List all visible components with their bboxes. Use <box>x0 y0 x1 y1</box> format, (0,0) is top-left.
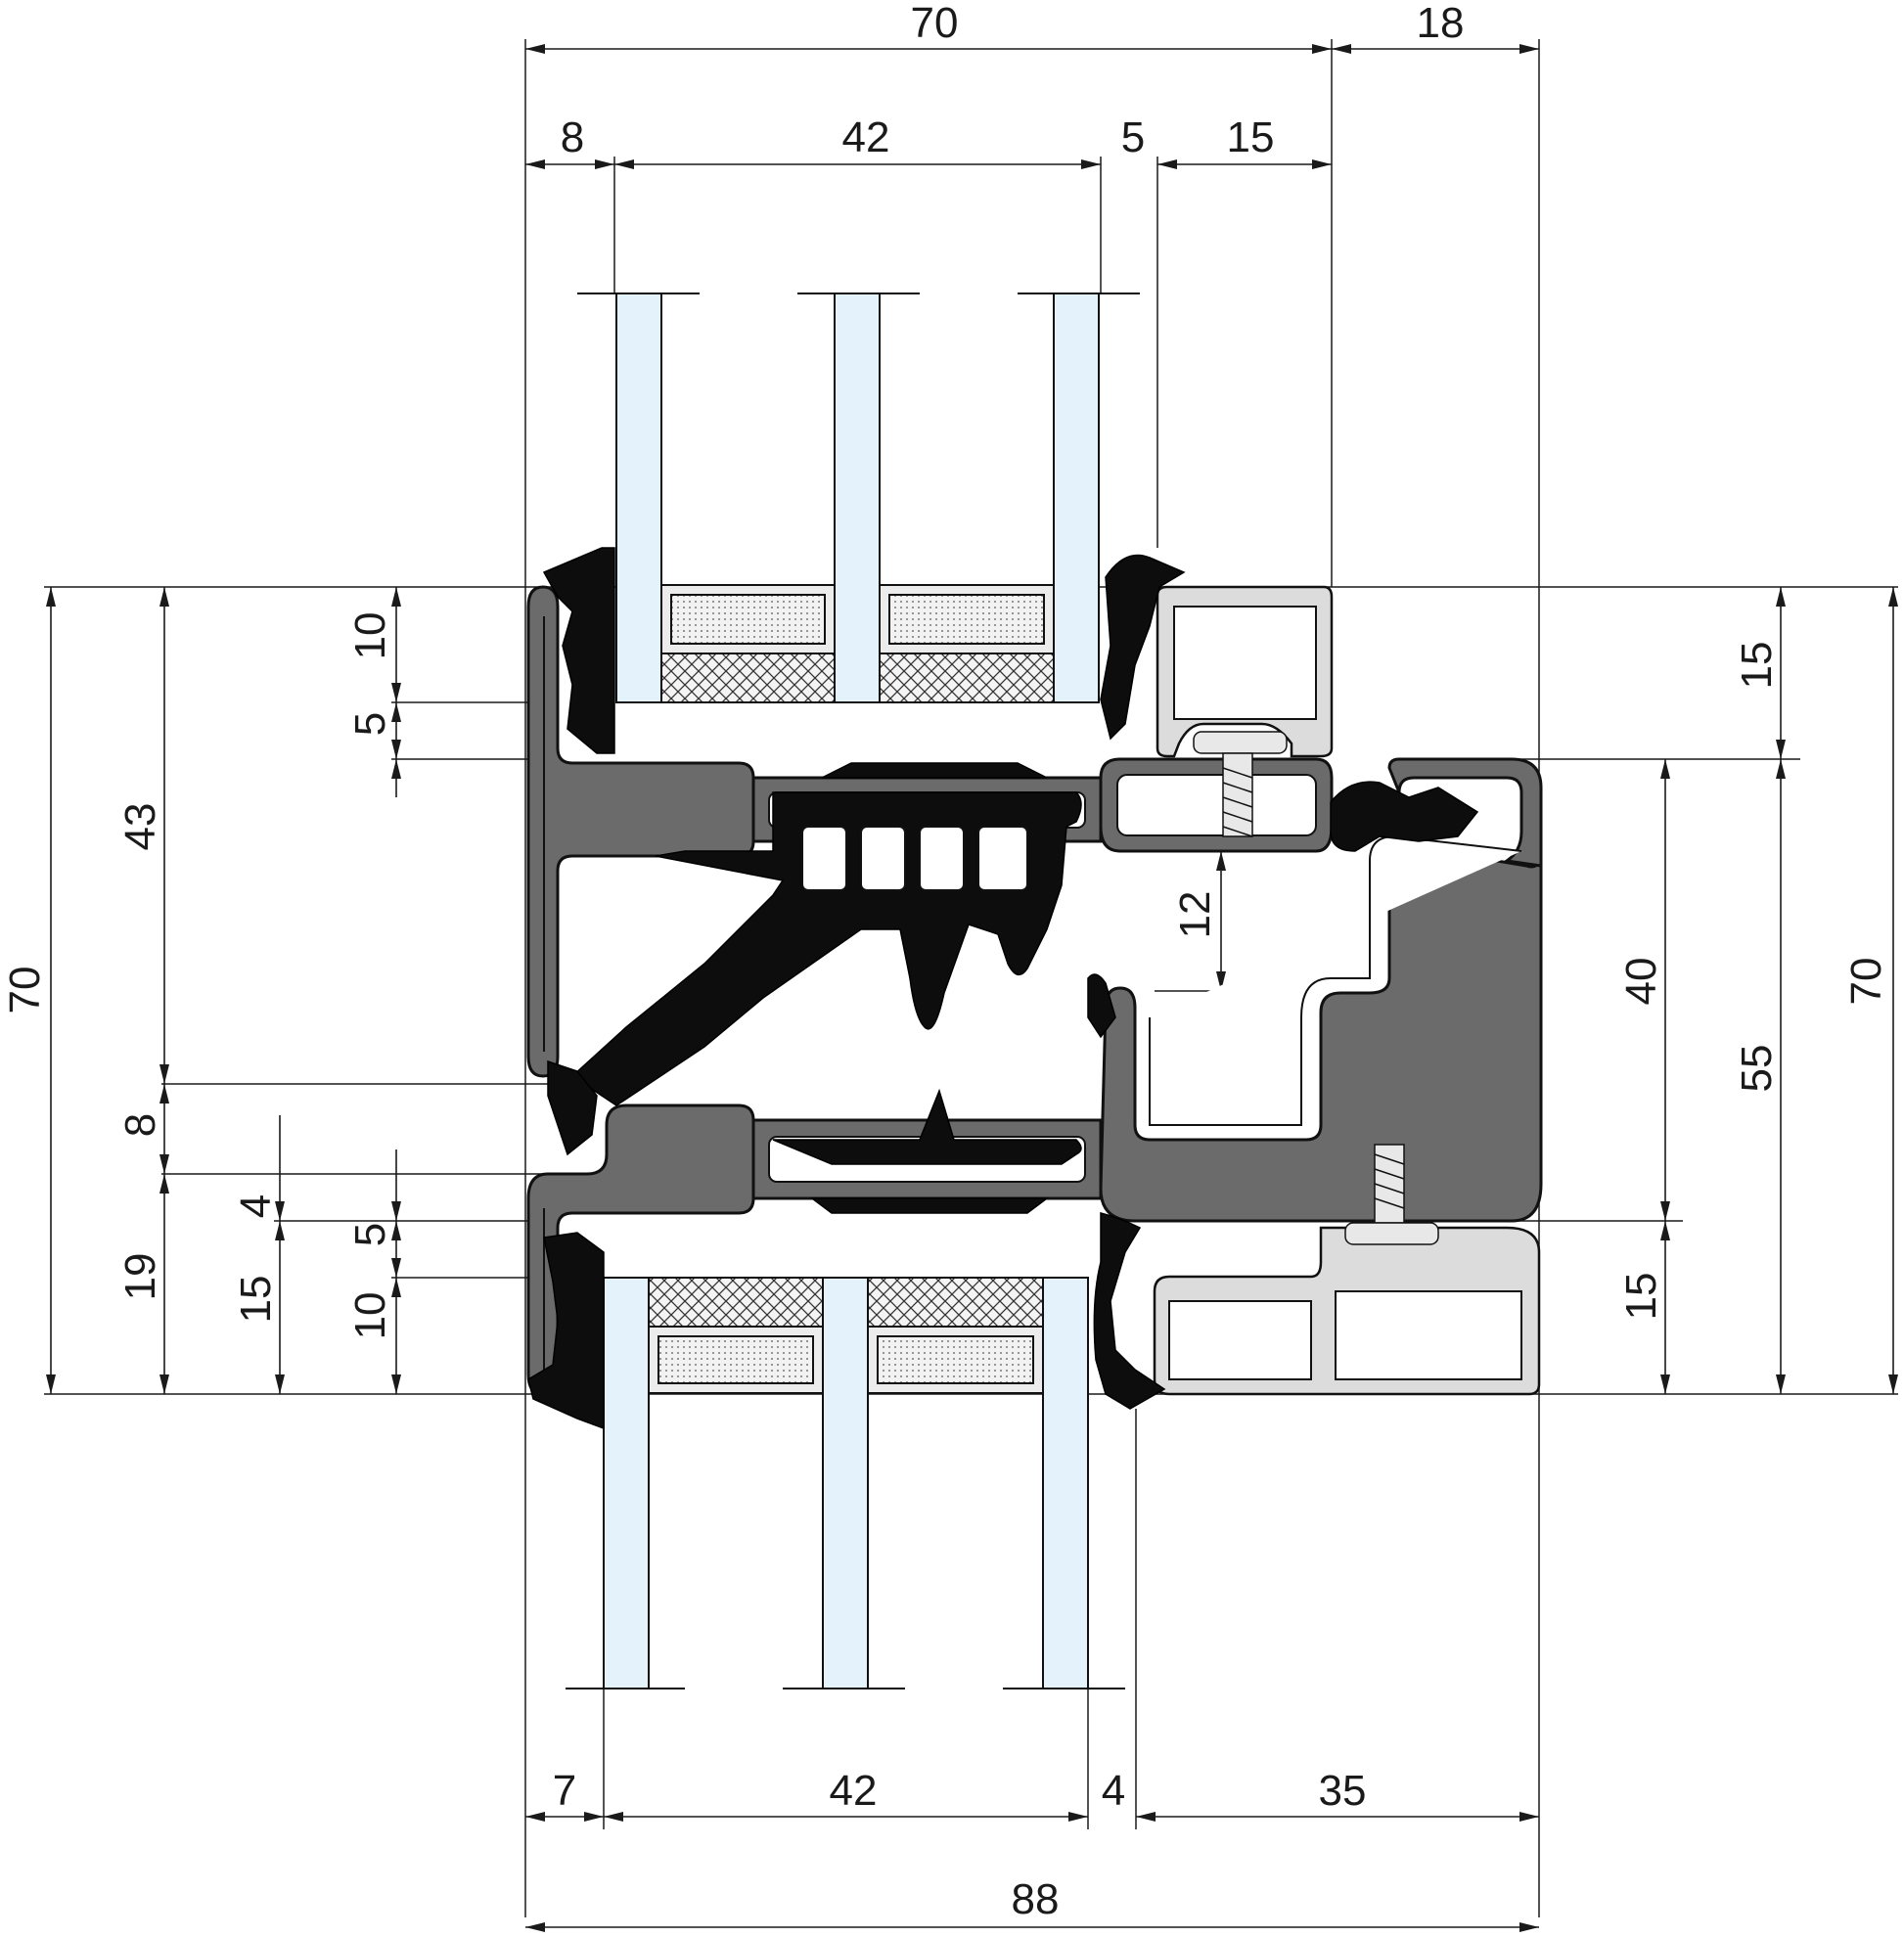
dimension-lines <box>46 44 1898 1932</box>
dim-left-10-bottom: 10 <box>346 1292 394 1340</box>
dim-left-5-bottom: 5 <box>346 1223 394 1246</box>
dim-bottom-4: 4 <box>1102 1767 1125 1815</box>
glass-pane <box>822 1277 869 1689</box>
dim-left-19: 19 <box>116 1253 164 1301</box>
edge-sealant <box>867 1277 1044 1328</box>
dim-left-15: 15 <box>232 1276 280 1324</box>
glazing-beads <box>1153 585 1541 1396</box>
dim-right-55: 55 <box>1733 1045 1781 1093</box>
glass-pane <box>1053 293 1100 703</box>
screws <box>1193 731 1439 1245</box>
dim-top-70: 70 <box>911 0 959 47</box>
dim-left-5-top: 5 <box>346 712 394 736</box>
dim-left-43: 43 <box>116 803 164 851</box>
dim-left-70: 70 <box>1 967 49 1014</box>
dim-left-8: 8 <box>116 1113 164 1137</box>
dim-right-70: 70 <box>1842 958 1890 1006</box>
desiccant <box>657 1335 814 1384</box>
extension-lines <box>44 39 1898 1917</box>
dim-top-8: 8 <box>561 113 584 161</box>
upper-thermal-break <box>570 762 1082 1106</box>
dim-top-18: 18 <box>1417 0 1465 47</box>
desiccant <box>877 1335 1034 1384</box>
dim-top-15: 15 <box>1227 113 1275 161</box>
glass-pane <box>615 293 662 703</box>
glass-pane <box>834 293 881 703</box>
dim-left-10-top: 10 <box>346 612 394 660</box>
edge-sealant <box>660 653 836 703</box>
edge-sealant <box>879 653 1055 703</box>
dim-bottom-42: 42 <box>830 1767 878 1815</box>
edge-sealant <box>648 1277 824 1328</box>
dim-bottom-7: 7 <box>553 1767 576 1815</box>
outer-frame-profile <box>1099 757 1543 1223</box>
dim-top-42: 42 <box>842 113 890 161</box>
upper-glazing-unit <box>577 293 1140 703</box>
dim-bottom-88: 88 <box>1012 1875 1060 1923</box>
dim-right-40: 40 <box>1617 958 1665 1006</box>
desiccant <box>888 594 1045 645</box>
dim-bottom-35: 35 <box>1319 1767 1367 1815</box>
seal-gaskets <box>527 547 1479 1430</box>
lower-sash-profile <box>526 1088 1103 1396</box>
dim-right-15-top: 15 <box>1733 642 1781 690</box>
dim-left-4: 4 <box>232 1194 280 1218</box>
dim-center-12: 12 <box>1171 891 1219 939</box>
dim-right-15-bottom: 15 <box>1617 1273 1665 1321</box>
glass-pane <box>1042 1277 1089 1689</box>
desiccant <box>670 594 826 645</box>
lower-glazing-unit <box>566 1277 1125 1689</box>
glass-pane <box>603 1277 650 1689</box>
dim-top-5: 5 <box>1121 113 1145 161</box>
